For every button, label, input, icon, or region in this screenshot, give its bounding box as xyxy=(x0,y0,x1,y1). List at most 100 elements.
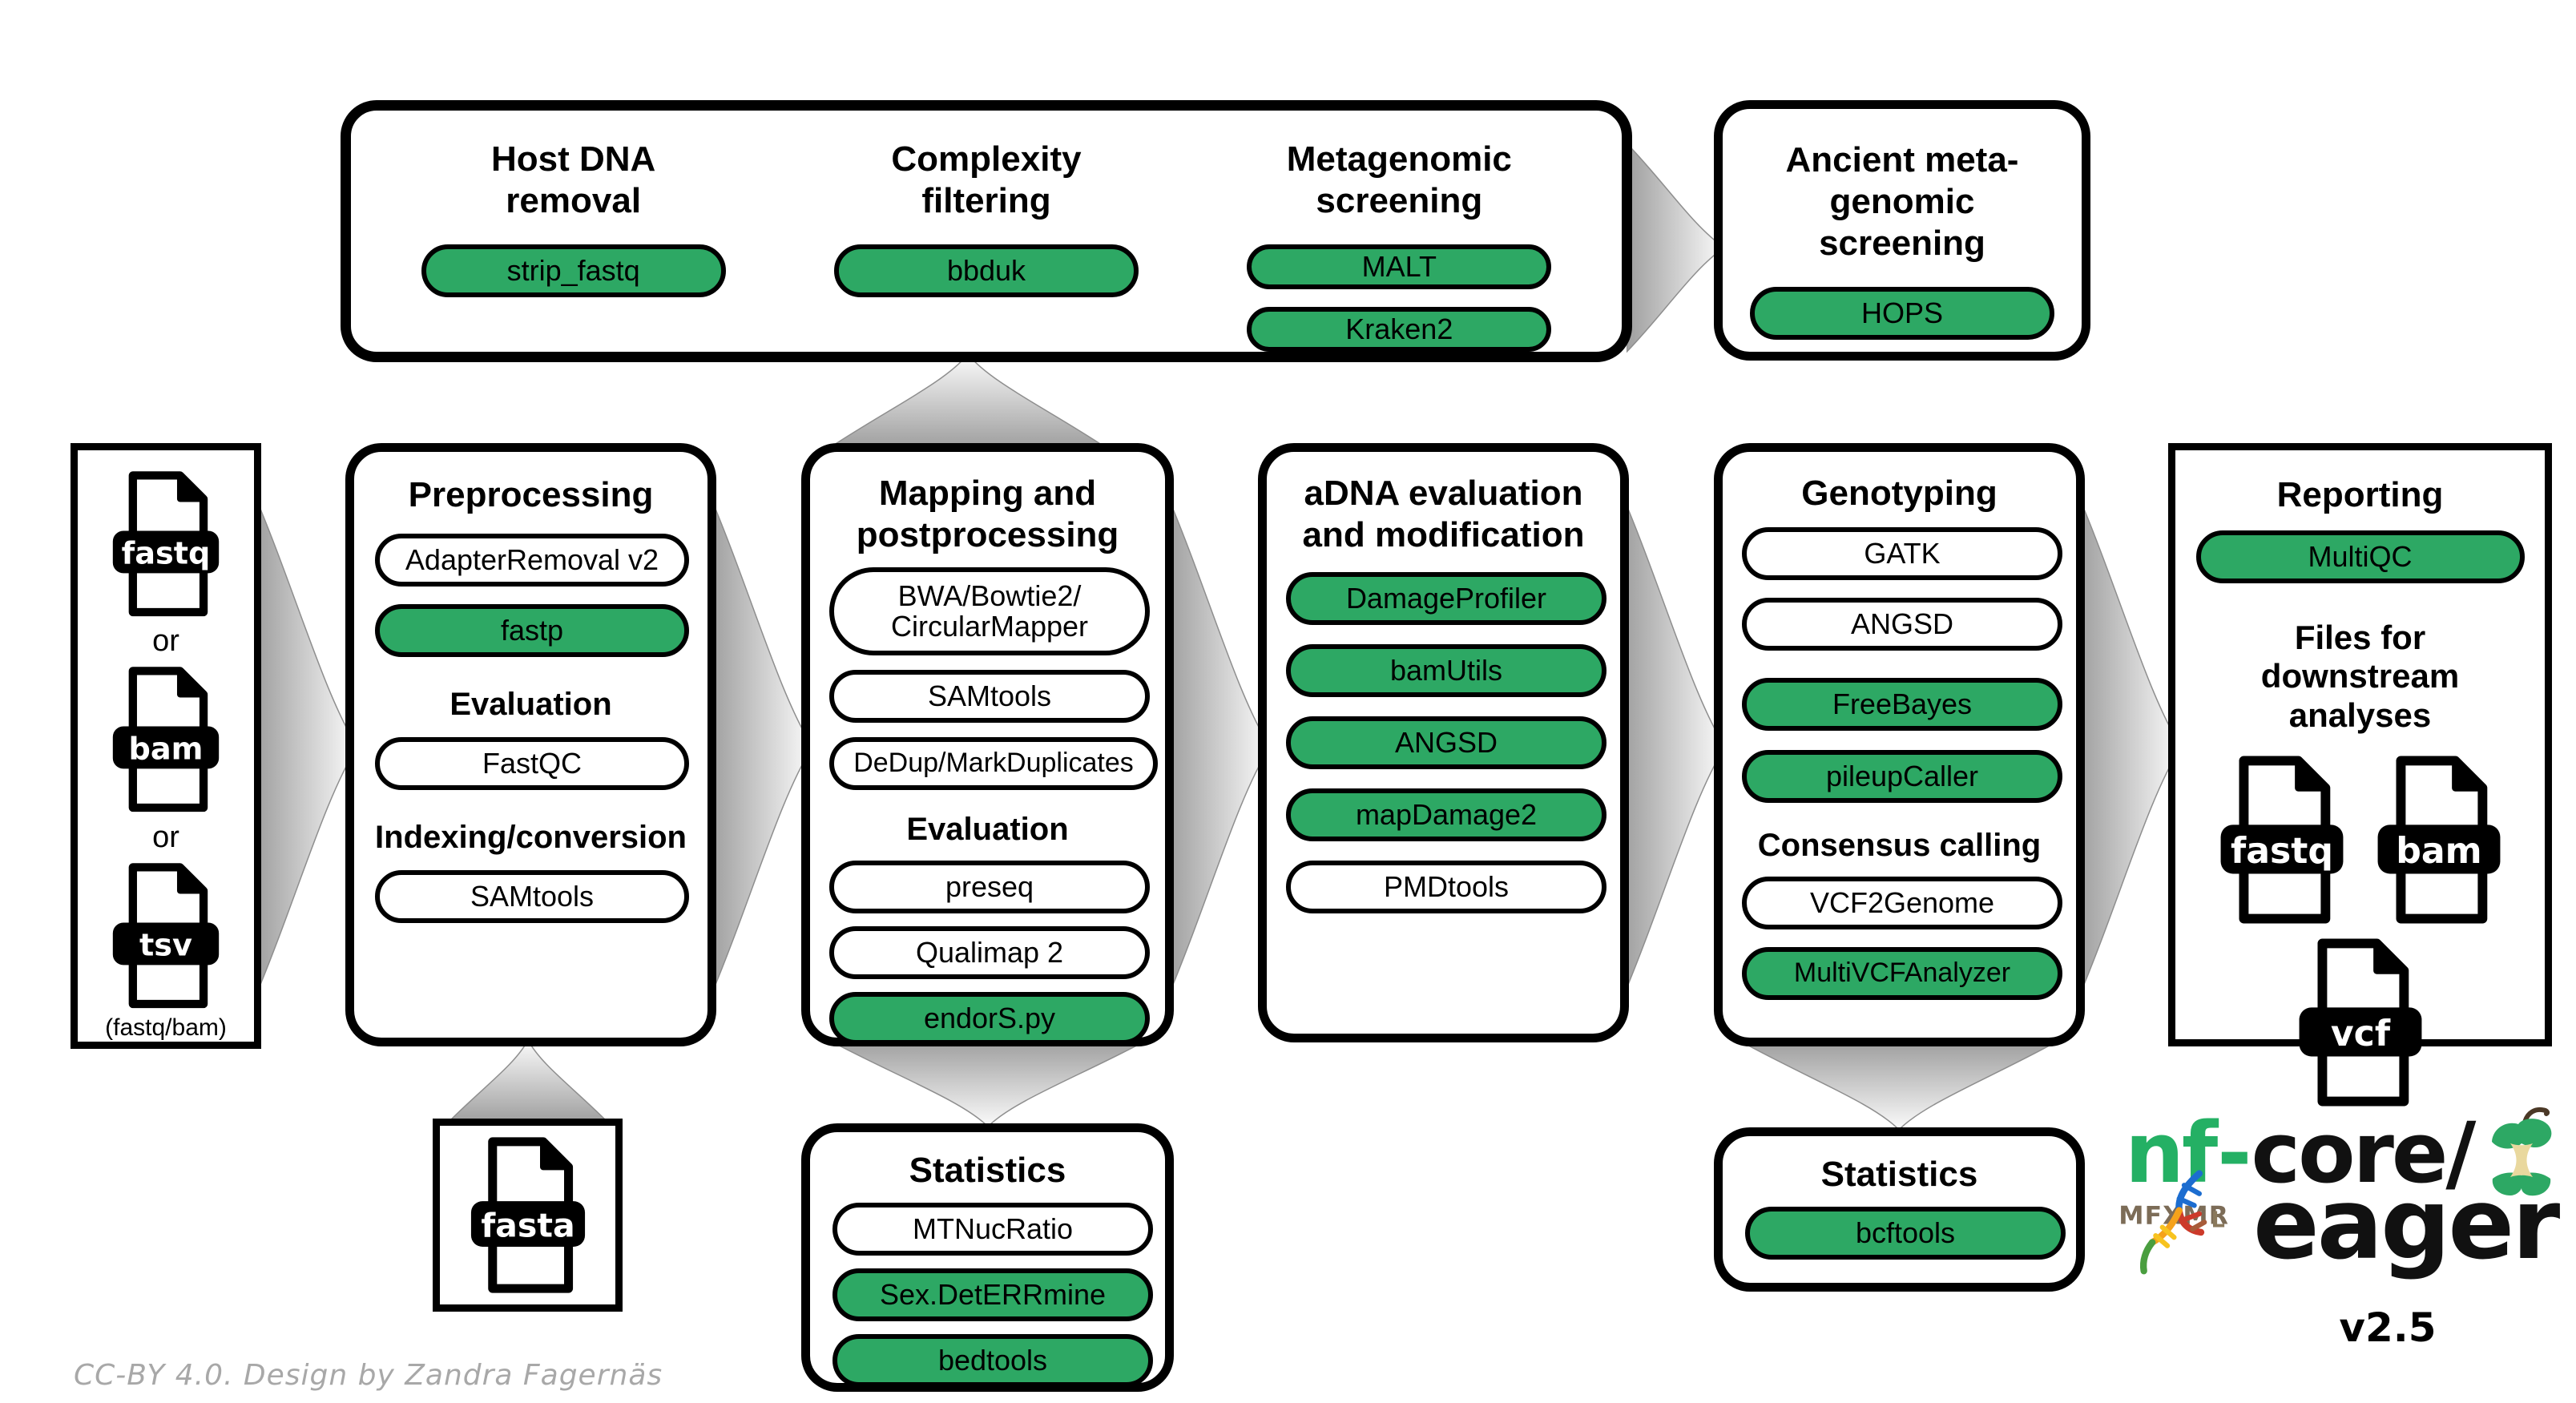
statistics-title: Statistics xyxy=(909,1151,1066,1190)
eager-logo-line: MFXMR L eager xyxy=(2115,1163,2560,1285)
tool-pill-bedtools: bedtools xyxy=(832,1333,1153,1387)
svg-text:L: L xyxy=(2211,1208,2225,1233)
logo-dash: - xyxy=(2217,1104,2251,1202)
svg-text:vcf: vcf xyxy=(2330,1014,2390,1054)
logo-version: v2.5 xyxy=(2339,1304,2437,1351)
tool-pill-pileupcaller: pileupCaller xyxy=(1742,749,2062,803)
tool-pill-samtools-mapping: SAMtools xyxy=(829,669,1150,723)
consensus-calling-heading: Consensus calling xyxy=(1757,827,2042,863)
bam-file-icon: bam xyxy=(112,667,220,812)
arrow-preprocessing-to-mapping xyxy=(710,490,812,1003)
fasta-reference-box: fasta xyxy=(433,1119,623,1312)
arrow-topbox-to-ancient xyxy=(1627,141,1724,354)
fasta-file-icon: fasta xyxy=(470,1137,585,1293)
tool-pill-endors-py: endorS.py xyxy=(829,991,1150,1045)
logo-eager-text: eager xyxy=(2253,1167,2560,1281)
arrow-mapping-to-statistics xyxy=(825,1040,1151,1127)
ancient-metagenomic-screening-box: Ancient meta-genomic screening HOPS xyxy=(1714,100,2090,361)
arrow-input-to-preprocessing xyxy=(255,490,357,1003)
tool-pill-freebayes: FreeBayes xyxy=(1742,677,2062,731)
tool-pill-bamutils: bamUtils xyxy=(1286,643,1606,697)
tool-pill-bwa-bowtie2-circularmapper: BWA/Bowtie2/ CircularMapper xyxy=(829,566,1150,655)
preprocessing-box: Preprocessing AdapterRemoval v2 fastp Ev… xyxy=(345,443,716,1046)
tool-pill-preseq: preseq xyxy=(829,860,1150,913)
apple-core-icon xyxy=(2492,1107,2552,1196)
svg-text:bam: bam xyxy=(128,732,203,768)
tool-pill-samtools-prep: SAMtools xyxy=(375,869,689,923)
tool-pill-kraken2: Kraken2 xyxy=(1247,306,1552,352)
tool-pill-hops: HOPS xyxy=(1750,286,2054,340)
svg-text:tsv: tsv xyxy=(139,928,192,963)
tool-pill-bcftools: bcftools xyxy=(1745,1206,2066,1260)
tool-pill-mtnucratio: MTNucRatio xyxy=(832,1202,1153,1256)
downstream-files-row2: vcf xyxy=(2195,937,2526,1108)
fastq-file-icon: fastq xyxy=(112,471,220,617)
or-label: or xyxy=(152,820,179,854)
svg-text:bam: bam xyxy=(2396,831,2481,872)
input-files-box: fastq or bam or tsv (fastq/bam) xyxy=(71,443,261,1049)
tool-pill-dedup-markduplicates: DeDup/MarkDuplicates xyxy=(829,736,1158,790)
tool-pill-fastp: fastp xyxy=(375,603,689,657)
input-format-caption: (fastq/bam) xyxy=(105,1014,227,1041)
bam-file-icon: bam xyxy=(2377,756,2500,924)
tool-pill-vcf2genome: VCF2Genome xyxy=(1742,876,2062,929)
tool-pill-gatk: GATK xyxy=(1742,526,2062,580)
license-credit-text: CC-BY 4.0. Design by Zandra Fagernäs xyxy=(74,1359,663,1392)
evaluation-heading: Evaluation xyxy=(906,811,1069,847)
tool-pill-damageprofiler: DamageProfiler xyxy=(1286,571,1606,625)
tool-pill-malt: MALT xyxy=(1247,244,1552,289)
tool-pill-angsd-adna: ANGSD xyxy=(1286,716,1606,769)
tool-pill-angsd-genotyping: ANGSD xyxy=(1742,597,2062,651)
tool-pill-pmdtools: PMDtools xyxy=(1286,860,1606,913)
tool-pill-adapterremoval: AdapterRemoval v2 xyxy=(375,533,689,587)
preprocessing-title: Preprocessing xyxy=(408,475,654,514)
statistics-title: Statistics xyxy=(1820,1155,1978,1194)
ancient-metagenomic-screening-heading: Ancient meta-genomic screening xyxy=(1785,140,2019,263)
statistics-mapping-box: Statistics MTNucRatio Sex.DetERRmine bed… xyxy=(801,1123,1174,1392)
genotyping-title: Genotyping xyxy=(1801,474,1998,513)
tool-pill-qualimap2: Qualimap 2 xyxy=(829,925,1150,979)
reporting-title: Reporting xyxy=(2276,475,2444,514)
tool-pill-multivcfanalyzer: MultiVCFAnalyzer xyxy=(1742,946,2062,1000)
statistics-genotyping-box: Statistics bcftools xyxy=(1714,1127,2085,1292)
tool-pill-strip-fastq: strip_fastq xyxy=(421,244,726,297)
tool-pill-multiqc: MultiQC xyxy=(2195,530,2525,583)
downstream-files-row: fastq bam xyxy=(2195,754,2526,925)
arrow-fasta-to-preprocessing xyxy=(445,1040,611,1123)
arrow-genotyping-to-reporting xyxy=(2078,490,2181,1003)
tool-pill-fastqc: FastQC xyxy=(375,736,689,790)
logo-core-text: core/ xyxy=(2251,1104,2476,1202)
genotyping-box: Genotyping GATK ANGSD FreeBayes pileupCa… xyxy=(1714,443,2085,1046)
tool-pill-sexdeterrmine: Sex.DetERRmine xyxy=(832,1268,1153,1321)
arrow-adna-to-genotyping xyxy=(1623,490,1725,1003)
svg-text:fastq: fastq xyxy=(122,537,211,572)
or-label: or xyxy=(152,624,179,659)
arrow-mapping-to-topbox xyxy=(825,354,1111,449)
dna-helix-icon: MFXMR L xyxy=(2118,1170,2228,1275)
pill-line: BWA/Bowtie2/ xyxy=(897,579,1082,613)
vcf-file-icon: vcf xyxy=(2299,938,2421,1107)
nf-core-logo: nf-core/ xyxy=(2125,1104,2562,1202)
indexing-conversion-heading: Indexing/conversion xyxy=(375,819,687,855)
svg-text:fasta: fasta xyxy=(481,1206,574,1244)
tsv-file-icon: tsv xyxy=(112,862,220,1008)
logo-nf-text: nf xyxy=(2125,1104,2218,1202)
fastq-file-icon: fastq xyxy=(2220,756,2343,924)
arrow-genotyping-to-statistics xyxy=(1738,1042,2060,1130)
tool-pill-mapdamage2: mapDamage2 xyxy=(1286,788,1606,841)
svg-text:fastq: fastq xyxy=(2231,831,2333,872)
pill-line: CircularMapper xyxy=(890,609,1089,643)
evaluation-heading: Evaluation xyxy=(449,686,612,722)
